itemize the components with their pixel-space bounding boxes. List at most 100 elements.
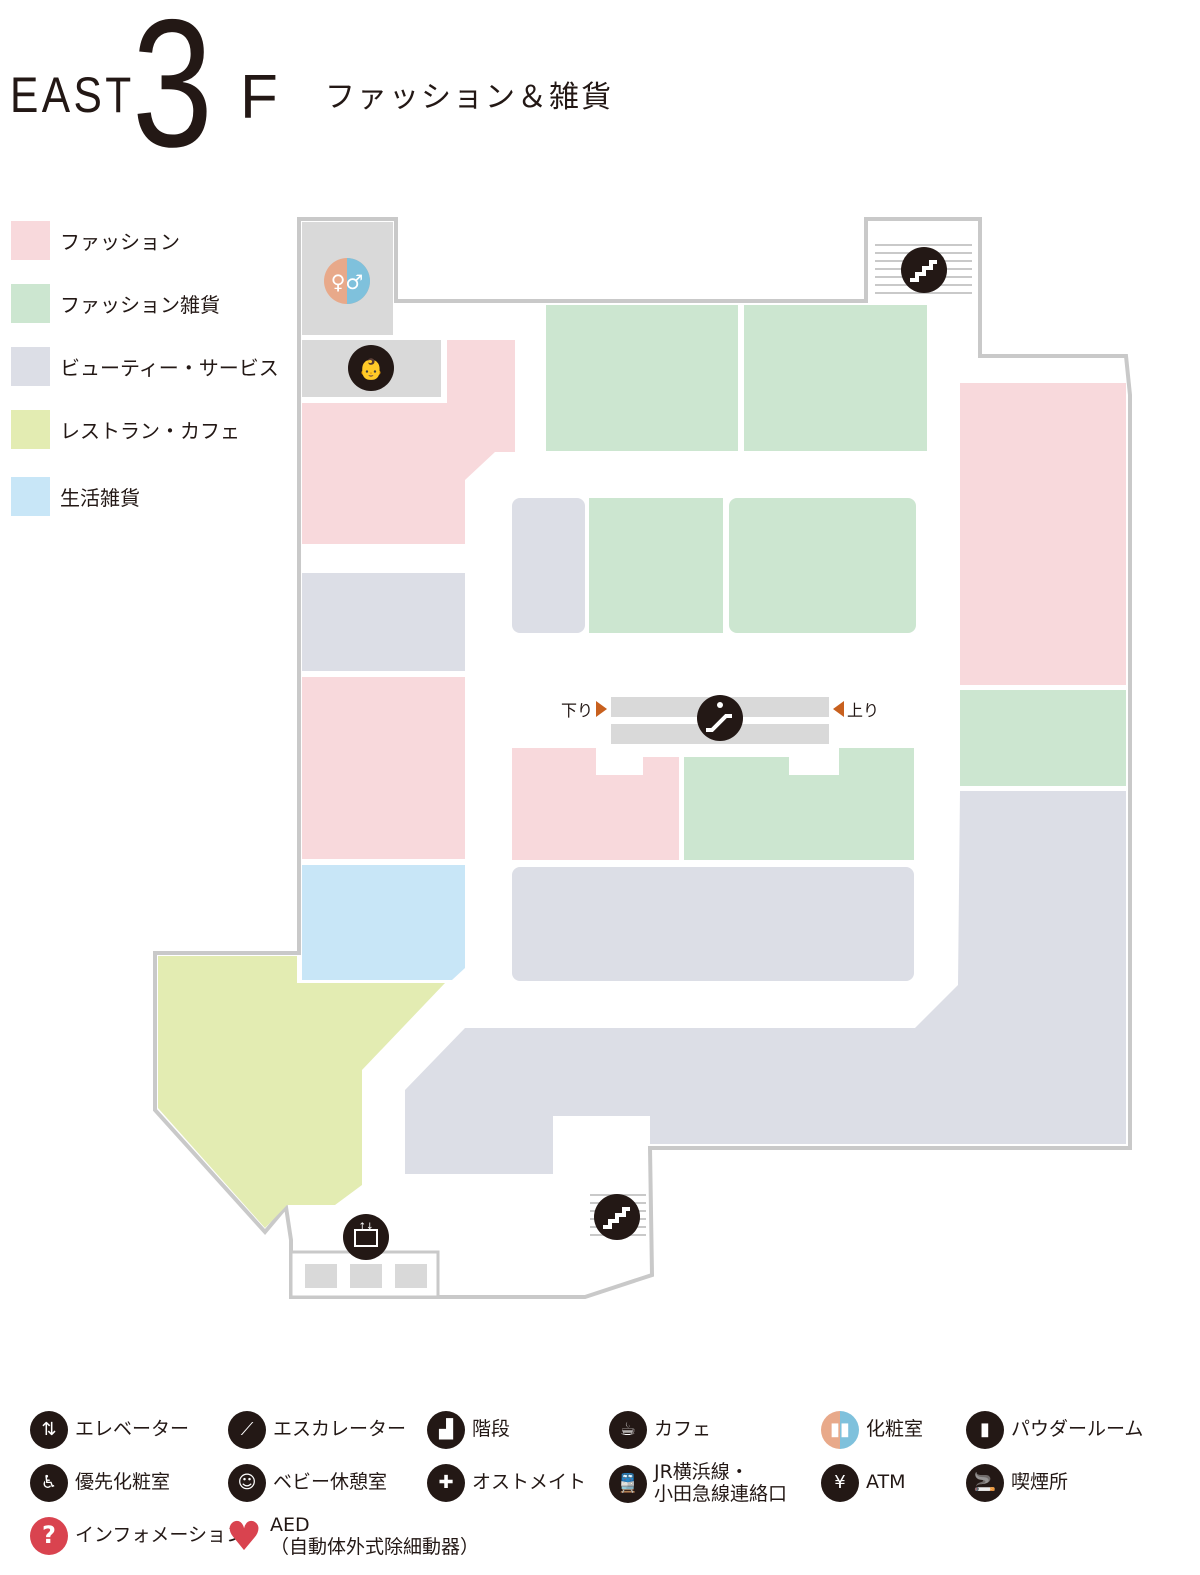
- shop-fashion-goods[interactable]: [960, 690, 1126, 786]
- category-restaurant-cafe: レストラン・カフェ: [11, 410, 240, 449]
- category-label: ファッション: [60, 230, 180, 254]
- legend-restroom: ▮▮ 化粧室: [821, 1411, 923, 1449]
- legend-label-line1: JR横浜線・: [654, 1461, 749, 1483]
- legend-label-line1: AED: [270, 1514, 310, 1536]
- legend-label-line2: （自動体外式除細動器）: [270, 1535, 480, 1558]
- legend-label: 優先化粧室: [75, 1471, 171, 1494]
- shop-beauty[interactable]: [512, 867, 914, 981]
- floor-number: 3: [132, 0, 213, 185]
- atm-icon: ¥: [821, 1464, 859, 1502]
- shop-fashion[interactable]: [302, 677, 465, 859]
- escalator-icon: ⟋: [228, 1411, 266, 1449]
- legend-label: 化粧室: [866, 1418, 924, 1441]
- legend-elevator: ⇅ エレベーター: [30, 1411, 189, 1449]
- category-swatch: [11, 410, 50, 449]
- shop-fashion-goods[interactable]: [744, 305, 927, 451]
- restroom-icon[interactable]: ♀♂: [324, 258, 370, 304]
- category-living-goods: 生活雑貨: [11, 477, 140, 516]
- legend-label: ベビー休憩室: [273, 1471, 388, 1494]
- floor-suffix: F: [240, 63, 278, 132]
- escalator-up-label: 上り: [833, 697, 879, 721]
- category-fashion: ファッション: [11, 221, 180, 260]
- legend-aed: ♥AED（自動体外式除細動器）: [225, 1513, 480, 1560]
- elevator-car: [305, 1264, 337, 1288]
- accessible-restroom-icon: ♿: [30, 1464, 68, 1502]
- elevator-icon[interactable]: ↑↓: [343, 1214, 389, 1260]
- legend-label: パウダールーム: [1011, 1418, 1144, 1441]
- legend-label-line2: 小田急線連絡口: [654, 1482, 788, 1505]
- shop-fashion-goods[interactable]: [589, 498, 723, 633]
- smoking-icon: 🚬: [966, 1464, 1004, 1502]
- legend-label: ATM: [866, 1471, 906, 1494]
- legend-label: エレベーター: [75, 1418, 190, 1441]
- legend-escalator: ⟋ エスカレーター: [228, 1411, 406, 1449]
- shop-fashion-goods[interactable]: [729, 498, 916, 633]
- legend-label: インフォメーション: [75, 1524, 246, 1547]
- cafe-icon: ☕: [609, 1411, 647, 1449]
- legend-label: カフェ: [654, 1418, 712, 1441]
- category-swatch: [11, 221, 50, 260]
- down-text: 下り: [561, 701, 594, 720]
- stairs-icon[interactable]: [901, 247, 947, 293]
- shop-beauty[interactable]: [302, 573, 465, 671]
- up-text: 上り: [847, 701, 880, 720]
- legend-stairs: ▟ 階段: [427, 1411, 510, 1449]
- restroom-icon: ▮▮: [821, 1411, 859, 1449]
- elevator-icon: ⇅: [30, 1411, 68, 1449]
- information-icon: ?: [30, 1517, 68, 1555]
- legend-ostomate: ✚ オストメイト: [427, 1464, 586, 1502]
- legend-label: AED（自動体外式除細動器）: [270, 1514, 480, 1559]
- legend-train: 🚆JR横浜線・小田急線連絡口: [609, 1461, 788, 1506]
- arrow-left-icon: [833, 701, 844, 717]
- train-icon: 🚆: [609, 1464, 647, 1503]
- shop-fashion[interactable]: [302, 340, 515, 544]
- stairs-icon[interactable]: [594, 1194, 640, 1240]
- escalator-down-label: 下り: [561, 697, 608, 721]
- category-label: レストラン・カフェ: [60, 419, 240, 443]
- shop-fashion[interactable]: [512, 748, 679, 860]
- svg-text:♀♂: ♀♂: [331, 270, 364, 294]
- category-swatch: [11, 477, 50, 516]
- shop-living-goods[interactable]: [302, 865, 465, 980]
- category-label: ファッション雑貨: [60, 293, 220, 317]
- category-fashion-goods: ファッション雑貨: [11, 284, 220, 323]
- category-beauty-service: ビューティー・サービス: [11, 347, 279, 386]
- category-label: ビューティー・サービス: [60, 356, 279, 380]
- legend-powder-room: ▮ パウダールーム: [966, 1411, 1143, 1449]
- legend-accessible-restroom: ♿ 優先化粧室: [30, 1464, 170, 1502]
- svg-text:↑↓: ↑↓: [358, 1222, 373, 1232]
- legend-label: 喫煙所: [1011, 1471, 1069, 1494]
- svg-text:👶: 👶: [359, 357, 384, 381]
- stairs-icon: ▟: [427, 1411, 465, 1449]
- legend-label: エスカレーター: [273, 1418, 407, 1441]
- escalator-icon[interactable]: [697, 695, 743, 741]
- floor-plan: ♀♂ 👶 ↑↓: [153, 217, 1132, 1299]
- powder-room-icon: ▮: [966, 1411, 1004, 1449]
- floor-subtitle: ファッション＆雑貨: [325, 80, 613, 115]
- aed-icon: ♥: [226, 1513, 262, 1560]
- baby-room-icon[interactable]: 👶: [348, 345, 394, 391]
- legend-baby-room: ☺ ベビー休憩室: [228, 1464, 387, 1502]
- shop-fashion-goods[interactable]: [546, 305, 738, 451]
- legend-label: オストメイト: [472, 1471, 587, 1494]
- shop-beauty-large[interactable]: [405, 791, 1126, 1174]
- legend-atm: ¥ ATM: [821, 1464, 906, 1502]
- shop-fashion[interactable]: [960, 383, 1126, 685]
- legend-information: ? インフォメーション: [30, 1517, 245, 1555]
- legend-smoking: 🚬 喫煙所: [966, 1464, 1068, 1502]
- building-name: EAST: [10, 67, 135, 123]
- shop-restaurant[interactable]: [158, 956, 445, 1228]
- category-label: 生活雑貨: [60, 486, 140, 510]
- category-swatch: [11, 347, 50, 386]
- elevator-car: [395, 1264, 427, 1288]
- category-swatch: [11, 284, 50, 323]
- arrow-right-icon: [596, 701, 608, 717]
- legend-label: 階段: [472, 1418, 511, 1441]
- shop-beauty[interactable]: [512, 498, 585, 633]
- ostomate-icon: ✚: [427, 1464, 465, 1502]
- shop-fashion-goods[interactable]: [684, 748, 914, 860]
- baby-room-icon: ☺: [228, 1464, 266, 1502]
- legend-label: JR横浜線・小田急線連絡口: [654, 1461, 788, 1506]
- elevator-car: [350, 1264, 382, 1288]
